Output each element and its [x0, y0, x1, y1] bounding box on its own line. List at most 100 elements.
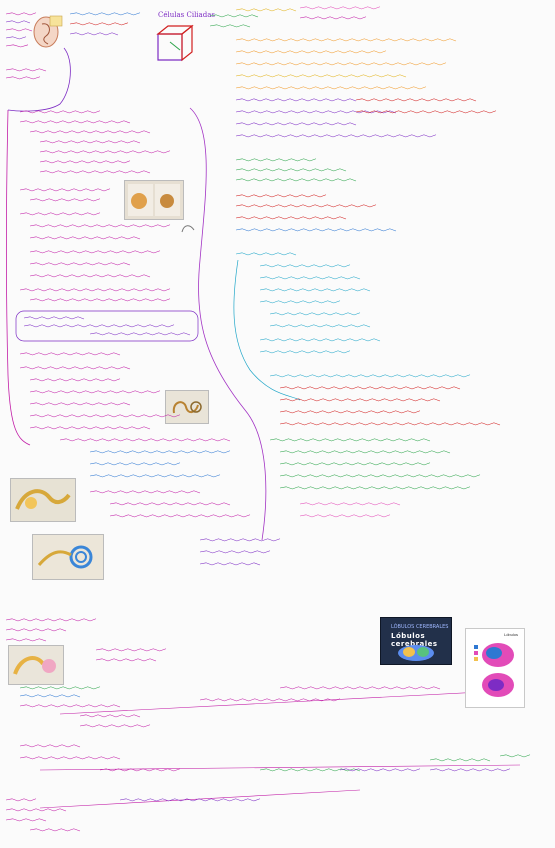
handwriting-line — [39, 170, 151, 174]
handwriting-line — [29, 414, 181, 418]
handwriting-line — [355, 98, 477, 102]
handwriting-line — [5, 818, 47, 822]
handwriting-line — [5, 618, 97, 622]
cube-drawing-icon — [156, 24, 194, 62]
handwriting-line — [89, 332, 191, 336]
handwriting-line — [235, 62, 447, 66]
handwriting-line — [29, 130, 151, 134]
handwriting-line — [339, 768, 421, 772]
handwriting-line — [29, 390, 161, 394]
cochlea-photo-1 — [124, 180, 184, 220]
handwriting-line — [39, 140, 141, 144]
handwriting-line — [119, 798, 261, 802]
handwriting-line — [279, 450, 451, 454]
left-bracket-magenta — [6, 109, 31, 446]
handwriting-line — [269, 312, 361, 316]
handwriting-line — [279, 422, 501, 426]
handwriting-line — [299, 502, 401, 506]
brain-lobes-card: Lóbulos — [465, 628, 525, 708]
ear-photo-bottom — [8, 645, 64, 685]
handwriting-line — [199, 538, 281, 542]
handwriting-line — [199, 562, 261, 566]
handwriting-line — [23, 316, 85, 320]
handwriting-line — [19, 188, 111, 192]
handwriting-line — [429, 758, 491, 762]
poster-title: Lóbulos cerebrales — [391, 632, 438, 648]
handwriting-line — [235, 178, 357, 182]
card-title: Lóbulos — [503, 632, 518, 637]
handwriting-line — [29, 198, 101, 202]
handwriting-line — [5, 638, 47, 642]
cochlea-photo-2 — [32, 534, 104, 580]
handwriting-line — [235, 38, 457, 42]
cube-title: Células Ciliadas — [158, 11, 215, 19]
handwriting-line — [235, 252, 297, 256]
handwriting-line — [279, 398, 441, 402]
handwriting-line — [235, 216, 347, 220]
handwriting-line — [29, 236, 141, 240]
center-long-curve — [189, 107, 267, 541]
handwriting-line — [29, 250, 161, 254]
inner-ear-photo — [165, 390, 209, 424]
handwriting-line — [429, 768, 511, 772]
handwriting-line — [259, 288, 371, 292]
poster-subtitle: LÓBULOS CEREBRALES — [391, 624, 449, 630]
handwriting-line — [19, 366, 131, 370]
brain-lobes-diagram-icon — [474, 643, 514, 697]
handwriting-line — [19, 352, 121, 356]
handwriting-line — [99, 768, 181, 772]
handwriting-line — [95, 658, 157, 662]
handwriting-line — [5, 20, 31, 24]
handwriting-line — [19, 694, 81, 698]
handwriting-line — [109, 514, 251, 518]
handwriting-line — [235, 228, 397, 232]
handwriting-line — [209, 24, 251, 28]
handwriting-line — [259, 276, 361, 280]
handwriting-line — [235, 50, 387, 54]
handwriting-line — [39, 160, 131, 164]
handwriting-line — [29, 262, 131, 266]
handwriting-line — [79, 724, 151, 728]
handwriting-line — [5, 44, 29, 48]
brain-lobes-poster: LÓBULOS CEREBRALES Lóbulos cerebrales — [380, 617, 452, 665]
handwriting-line — [69, 22, 129, 26]
handwriting-line — [29, 224, 171, 228]
handwriting-line — [29, 426, 151, 430]
note-box-purple — [15, 310, 199, 342]
handwriting-line — [279, 386, 461, 390]
handwriting-line — [355, 110, 497, 114]
handwriting-line — [499, 754, 531, 758]
handwriting-line — [89, 474, 221, 478]
handwriting-line — [95, 648, 167, 652]
handwriting-line — [235, 8, 297, 12]
handwriting-line — [23, 324, 175, 328]
handwriting-line — [235, 110, 397, 114]
handwriting-line — [5, 28, 33, 32]
handwriting-line — [199, 550, 271, 554]
handwriting-line — [19, 120, 131, 124]
handwriting-line — [259, 264, 351, 268]
handwriting-line — [235, 194, 327, 198]
handwriting-line — [5, 628, 67, 632]
handwriting-line — [299, 16, 367, 20]
handwriting-line — [235, 204, 377, 208]
handwriting-line — [89, 490, 201, 494]
handwriting-line — [5, 36, 27, 40]
handwriting-line — [235, 134, 437, 138]
handwriting-line — [279, 486, 471, 490]
handwriting-line — [19, 288, 171, 292]
handwriting-line — [269, 438, 431, 442]
handwriting-line — [259, 338, 381, 342]
handwriting-line — [5, 68, 47, 72]
handwriting-line — [235, 158, 317, 162]
handwriting-line — [5, 808, 67, 812]
handwriting-line — [69, 12, 141, 16]
handwriting-line — [29, 274, 151, 278]
brain-illustration-icon — [398, 645, 434, 661]
handwriting-line — [19, 110, 101, 114]
handwriting-line — [5, 798, 37, 802]
handwriting-line — [89, 450, 231, 454]
handwriting-line — [235, 122, 357, 126]
handwriting-line — [235, 98, 357, 102]
